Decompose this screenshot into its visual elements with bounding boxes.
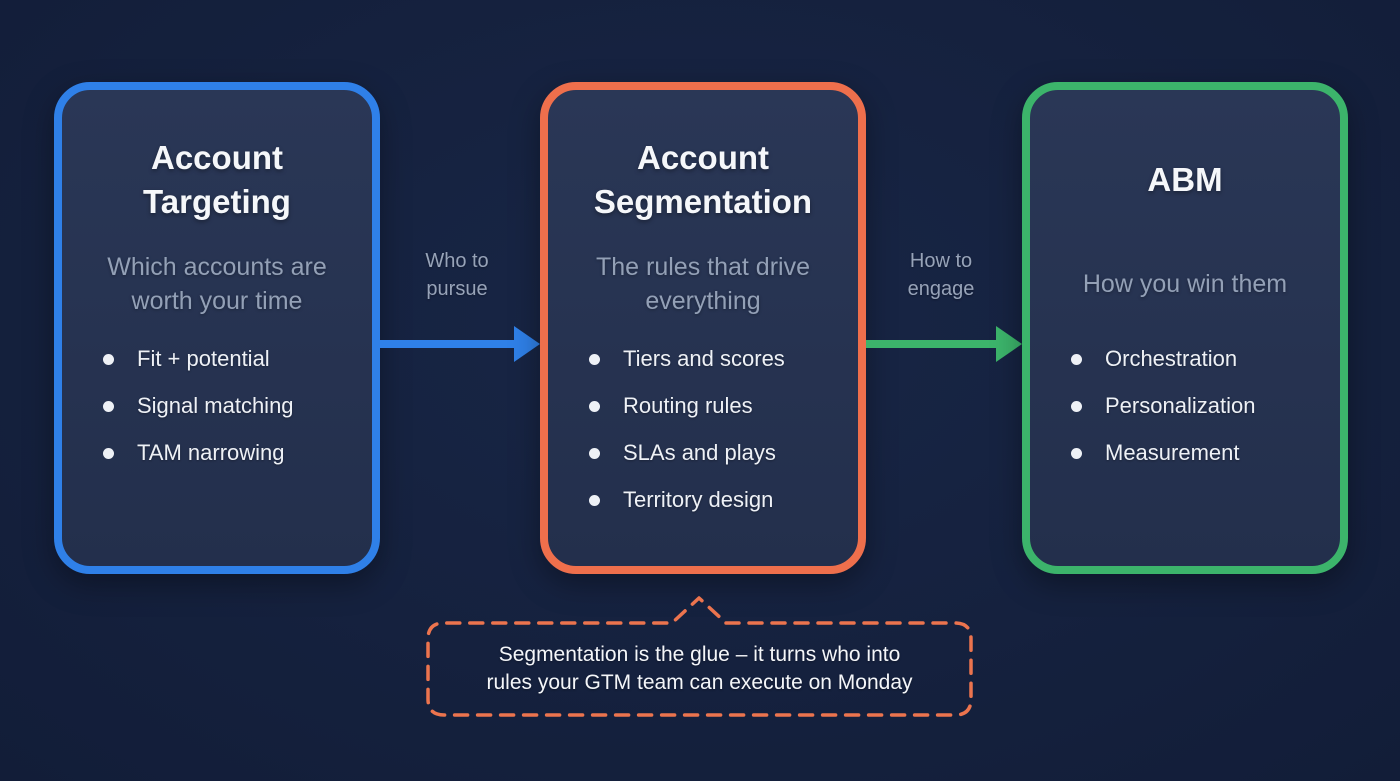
bullet-label: Signal matching (137, 393, 294, 418)
bullet-dot-icon (589, 494, 600, 506)
bullet-label: TAM narrowing (137, 440, 285, 465)
bullet-label: Fit + potential (137, 346, 270, 371)
callout-line: Segmentation is the glue – it turns who … (498, 643, 901, 666)
bullet-dot-icon (1071, 353, 1082, 365)
bullet-label: Orchestration (1105, 346, 1238, 371)
card-account-targeting: Account Targeting Which accounts are wor… (54, 82, 380, 574)
card-account-segmentation: Account Segmentation The rules that driv… (540, 82, 866, 574)
bullet-label: Territory design (623, 487, 774, 512)
arrow-head-icon (514, 326, 540, 362)
list-item: Territory design (589, 487, 858, 513)
flow-arrow-2 (866, 326, 1022, 362)
bullet-dot-icon (589, 400, 600, 412)
bullet-list: Fit + potential Signal matching TAM narr… (62, 346, 372, 466)
callout-note: Segmentation is the glue – it turns who … (428, 623, 971, 715)
arrow-label-how-to-engage: How to engage (907, 250, 975, 300)
callout-line: rules your GTM team can execute on Monda… (486, 671, 913, 694)
bullet-list: Orchestration Personalization Measuremen… (1030, 346, 1340, 466)
card-title: ABM (1147, 161, 1223, 198)
card-title: Account Segmentation (593, 139, 813, 220)
card-abm: ABM How you win them Orchestration Perso… (1022, 82, 1348, 574)
list-item: Signal matching (103, 393, 372, 419)
list-item: Measurement (1071, 440, 1340, 466)
bullet-dot-icon (103, 447, 114, 459)
card-title: Account Targeting (143, 139, 291, 220)
bullet-dot-icon (1071, 447, 1082, 459)
card-subtitle: Which accounts are worth your time (107, 253, 327, 315)
flow-arrow-1 (380, 326, 540, 362)
bullet-label: Personalization (1105, 393, 1256, 418)
callout-dashed-border (426, 596, 973, 717)
arrow-head-icon (996, 326, 1022, 362)
list-item: Orchestration (1071, 346, 1340, 372)
bullet-label: SLAs and plays (623, 440, 776, 465)
bullet-list: Tiers and scores Routing rules SLAs and … (548, 346, 858, 513)
list-item: Fit + potential (103, 346, 372, 372)
card-subtitle: The rules that drive everything (596, 253, 810, 315)
list-item: TAM narrowing (103, 440, 372, 466)
arrow-label-who-to-pursue: Who to pursue (425, 250, 489, 300)
bullet-dot-icon (589, 447, 600, 459)
bullet-dot-icon (103, 400, 114, 412)
bullet-dot-icon (589, 353, 600, 365)
card-subtitle: How you win them (1082, 270, 1288, 298)
bullet-dot-icon (103, 353, 114, 365)
callout-outline (426, 596, 973, 717)
bullet-label: Measurement (1105, 440, 1240, 465)
list-item: Routing rules (589, 393, 858, 419)
bullet-label: Tiers and scores (623, 346, 785, 371)
list-item: SLAs and plays (589, 440, 858, 466)
list-item: Tiers and scores (589, 346, 858, 372)
bullet-dot-icon (1071, 400, 1082, 412)
list-item: Personalization (1071, 393, 1340, 419)
bullet-label: Routing rules (623, 393, 753, 418)
